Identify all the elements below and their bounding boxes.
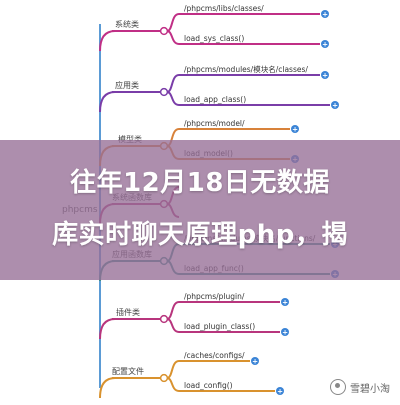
junction-node <box>159 26 169 36</box>
child-connector <box>166 13 180 32</box>
junction-node <box>159 373 169 383</box>
expand-node <box>321 71 329 79</box>
child-label: load_app_class() <box>184 95 246 104</box>
group-label: 模型类 <box>118 134 142 144</box>
plus-icon: + <box>252 358 258 366</box>
child-connector <box>166 91 180 106</box>
plus-icon: + <box>322 41 328 49</box>
child-connector <box>166 377 180 392</box>
child-connector <box>166 301 180 320</box>
expand-node <box>281 328 289 336</box>
child-label: load_sys_class() <box>184 34 244 43</box>
plus-icon: + <box>322 11 328 19</box>
child-connector <box>166 74 180 93</box>
page-title-line-2: 库实时聊天原理php，揭 <box>52 220 348 250</box>
watermark: 雪碧小淘 <box>330 379 390 395</box>
junction-node <box>159 87 169 97</box>
expand-node <box>321 10 329 18</box>
child-label: load_plugin_class() <box>184 322 255 331</box>
child-label: /phpcms/plugin/ <box>184 292 245 301</box>
title-banner <box>0 140 400 280</box>
expand-node <box>281 298 289 306</box>
group-connector <box>99 318 116 340</box>
group-connector <box>99 30 116 52</box>
plus-icon: + <box>292 126 298 134</box>
page-title-line-1: 往年12月18日无数据 <box>70 168 330 198</box>
child-connector <box>166 318 180 333</box>
expand-node <box>291 125 299 133</box>
junction-node <box>159 314 169 324</box>
child-connector <box>166 30 180 45</box>
group-label: 系统类 <box>115 19 139 29</box>
plus-icon: + <box>277 388 283 396</box>
plus-icon: + <box>282 299 288 307</box>
expand-node <box>321 40 329 48</box>
plus-icon: + <box>282 329 288 337</box>
expand-node <box>276 387 284 395</box>
expand-node <box>251 357 259 365</box>
child-label: /phpcms/libs/classes/ <box>184 4 264 13</box>
expand-node <box>331 101 339 109</box>
group-label: 配置文件 <box>112 366 144 376</box>
child-label: load_config() <box>184 381 233 390</box>
group-label: 应用类 <box>115 80 139 90</box>
child-connector <box>166 360 180 379</box>
group-label: 插件类 <box>116 307 140 317</box>
group-connector <box>99 377 116 399</box>
wechat-logo-icon <box>330 379 346 395</box>
plus-icon: + <box>332 102 338 110</box>
child-label: /caches/configs/ <box>184 351 245 360</box>
watermark-text: 雪碧小淘 <box>350 383 390 395</box>
child-label: /phpcms/modules/模块名/classes/ <box>184 64 308 74</box>
group-connector <box>99 91 116 113</box>
plus-icon: + <box>322 72 328 80</box>
child-label: /phpcms/model/ <box>184 119 245 128</box>
